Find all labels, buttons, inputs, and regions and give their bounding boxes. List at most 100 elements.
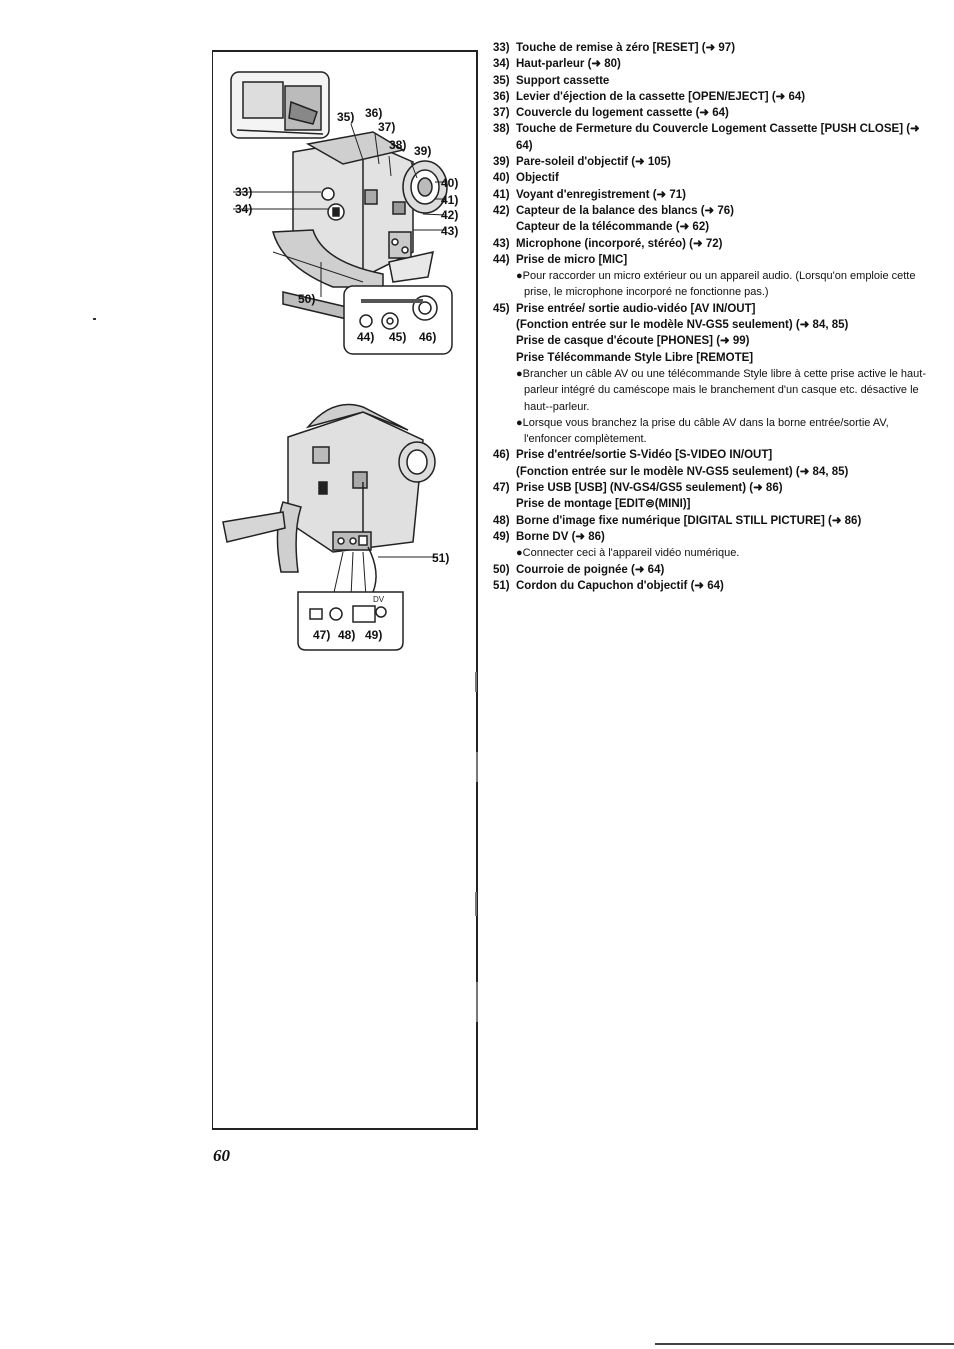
item-line: Prise de casque d'écoute [PHONES] (➜ 99) — [516, 335, 750, 348]
callout-33: 33) — [235, 185, 253, 199]
item-number: 37) — [493, 107, 510, 120]
item-bullet: ●Brancher un câble AV ou une télécommand… — [516, 367, 927, 413]
parts-list: 33) Touche de remise à zéro [RESET] (➜ 97… — [493, 40, 933, 594]
callout-36: 36) — [365, 106, 383, 120]
item-line: Borne DV (➜ 86) — [516, 530, 605, 543]
item-number: 36) — [493, 90, 510, 103]
item-number: 40) — [493, 172, 510, 185]
callout-39: 39) — [414, 144, 432, 158]
callout-48: 48) — [338, 628, 356, 642]
item-line: Prise entrée/ sortie audio-vidéo [AV IN/… — [516, 302, 756, 315]
list-item: 36) Levier d'éjection de la cassette [OPE… — [493, 89, 933, 105]
item-line: Pare-soleil d'objectif (➜ 105) — [516, 156, 671, 169]
item-number: 34) — [493, 58, 510, 71]
item-body: Microphone (incorporé, stéréo) (➜ 72) — [516, 236, 933, 252]
item-line: Couvercle du logement cassette (➜ 64) — [516, 107, 729, 120]
page-number: 60 — [213, 1146, 230, 1165]
list-item: 42) Capteur de la balance des blancs (➜ 7… — [493, 203, 933, 236]
item-body: Prise USB [USB] (NV-GS4/GS5 seulement) (… — [516, 480, 933, 513]
item-number: 44) — [493, 253, 510, 266]
camera-body-bottom — [222, 403, 436, 593]
jacks-inset-47-49: DV — [297, 591, 404, 651]
callout-43: 43) — [441, 224, 459, 238]
item-line: Haut-parleur (➜ 80) — [516, 58, 621, 71]
item-body: Prise de micro [MIC] ●Pour raccorder un m… — [516, 252, 933, 301]
item-line: Voyant d'enregistrement (➜ 71) — [516, 188, 687, 201]
item-line: Touche de Fermeture du Couvercle Logemen… — [516, 123, 920, 152]
item-line: Microphone (incorporé, stéréo) (➜ 72) — [516, 237, 723, 250]
item-body: Cordon du Capuchon d'objectif (➜ 64) — [516, 578, 933, 594]
item-body: Touche de remise à zéro [RESET] (➜ 97) — [516, 40, 933, 56]
item-number: 47) — [493, 482, 510, 495]
item-number: 49) — [493, 530, 510, 543]
item-body: Couvercle du logement cassette (➜ 64) — [516, 105, 933, 121]
item-number: 46) — [493, 449, 510, 462]
item-line: Levier d'éjection de la cassette [OPEN/E… — [516, 90, 806, 103]
callout-45: 45) — [389, 330, 407, 344]
item-number: 42) — [493, 204, 510, 217]
item-bullet: ●Lorsque vous branchez la prise du câble… — [516, 416, 889, 446]
list-item: 35) Support cassette — [493, 73, 933, 89]
item-line: Prise Télécommande Style Libre [REMOTE] — [516, 351, 754, 364]
item-number: 43) — [493, 237, 510, 250]
list-item: 51)Cordon du Capuchon d'objectif (➜ 64) — [493, 578, 933, 594]
callout-49: 49) — [365, 628, 383, 642]
item-line: Support cassette — [516, 74, 610, 87]
bottom-rule — [655, 1343, 954, 1345]
item-body: Touche de Fermeture du Couvercle Logemen… — [516, 121, 933, 154]
item-number: 48) — [493, 514, 510, 527]
item-line: (Fonction entrée sur le modèle NV-GS5 se… — [516, 465, 849, 478]
list-item: 50) Courroie de poignée (➜ 64) — [493, 562, 933, 578]
item-body: Objectif — [516, 170, 933, 186]
item-line: Capteur de la télécommande (➜ 62) — [516, 221, 710, 234]
callout-38: 38) — [389, 138, 407, 152]
item-bullet: ●Pour raccorder un micro extérieur ou un… — [516, 270, 916, 299]
list-item: 47) Prise USB [USB] (NV-GS4/GS5 seulement… — [493, 480, 933, 513]
camcorder-illustration: DV — [222, 71, 478, 1022]
scan-artifacts — [475, 672, 478, 1022]
item-body: Capteur de la balance des blancs (➜ 76) C… — [516, 203, 933, 236]
item-line: Prise de micro [MIC] — [516, 253, 628, 266]
callout-47: 47) — [313, 628, 331, 642]
jacks-inset-44-46 — [343, 285, 453, 355]
list-item: 49) Borne DV (➜ 86) ●Connecter ceci à l'ap… — [493, 529, 933, 562]
list-item: 46) Prise d'entrée/sortie S-Vidéo [S-VIDE… — [493, 447, 933, 480]
item-number: 33) — [493, 42, 510, 54]
item-number: 50) — [493, 563, 510, 576]
item-body: Pare-soleil d'objectif (➜ 105) — [516, 154, 933, 170]
item-line: (Fonction entrée sur le modèle NV-GS5 se… — [516, 319, 849, 332]
list-item: 48) Borne d'image fixe numérique [DIGITAL… — [493, 513, 933, 529]
item-line: Courroie de poignée (➜ 64) — [516, 563, 665, 576]
item-number: 41) — [493, 188, 510, 201]
list-item: 39)Pare-soleil d'objectif (➜ 105) — [493, 154, 933, 170]
item-number: 38) — [493, 123, 510, 136]
item-line: Borne d'image fixe numérique [DIGITAL ST… — [516, 514, 862, 527]
item-body: Support cassette — [516, 73, 933, 89]
list-item: 43) Microphone (incorporé, stéréo) (➜ 72) — [493, 236, 933, 252]
callout-37: 37) — [378, 120, 396, 134]
item-body: Levier d'éjection de la cassette [OPEN/E… — [516, 89, 933, 105]
item-line: Touche de remise à zéro [RESET] (➜ 97) — [516, 42, 736, 54]
item-line: Prise USB [USB] (NV-GS4/GS5 seulement) (… — [516, 482, 783, 495]
item-line: Cordon du Capuchon d'objectif (➜ 64) — [516, 579, 724, 592]
callout-40: 40) — [441, 176, 459, 190]
leader-lines-bottom — [332, 551, 438, 598]
callout-41: 41) — [441, 193, 459, 207]
item-line: Prise d'entrée/sortie S-Vidéo [S-VIDEO I… — [516, 449, 773, 462]
callout-51: 51) — [432, 551, 450, 565]
list-item: 45) Prise entrée/ sortie audio-vidéo [AV … — [493, 301, 933, 448]
callout-42: 42) — [441, 208, 459, 222]
item-number: 45) — [493, 302, 510, 315]
item-body: Prise d'entrée/sortie S-Vidéo [S-VIDEO I… — [516, 447, 933, 480]
callout-44: 44) — [357, 330, 375, 344]
item-line: Capteur de la balance des blancs (➜ 76) — [516, 204, 734, 217]
item-number: 35) — [493, 74, 510, 87]
item-line: Objectif — [516, 172, 559, 185]
leader-lines-top — [233, 123, 446, 297]
callout-34: 34) — [235, 202, 253, 216]
item-line: Prise de montage [EDIT⊜(MINI)] — [516, 498, 691, 511]
item-body: Haut-parleur (➜ 80) — [516, 56, 933, 72]
item-bullet: ●Connecter ceci à l'appareil vidéo numér… — [516, 547, 740, 560]
callout-50: 50) — [298, 292, 316, 306]
list-item: 40) Objectif — [493, 170, 933, 186]
